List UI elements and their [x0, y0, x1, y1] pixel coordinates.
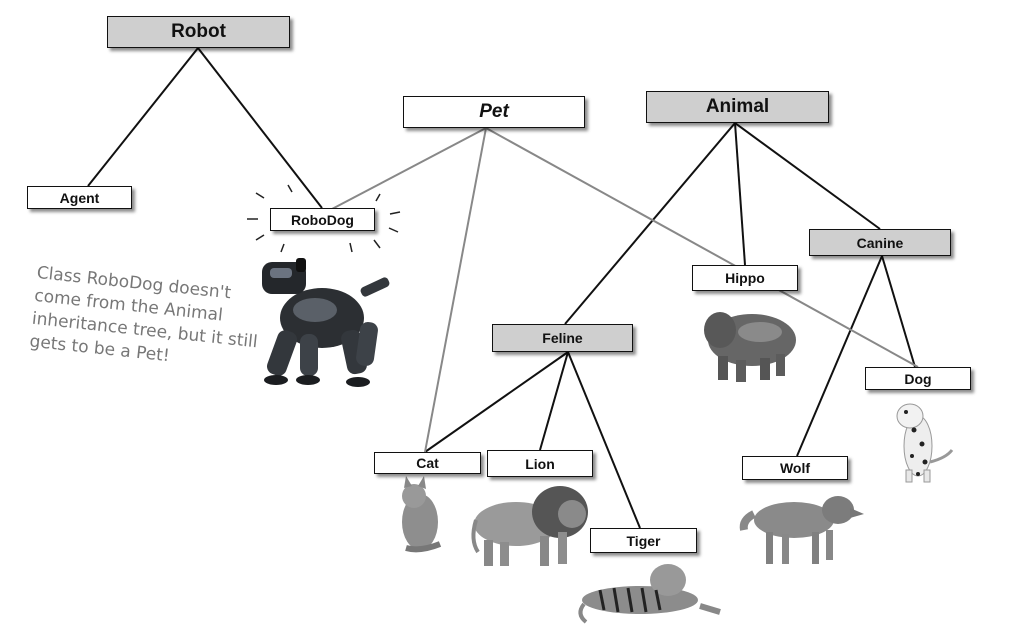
node-robodog: RoboDog: [270, 208, 375, 231]
edge-feline-cat: [424, 351, 569, 453]
node-hippo: Hippo: [692, 265, 798, 291]
edge-robot-agent: [87, 47, 199, 187]
edge-animal-canine: [734, 122, 881, 230]
edge-pet-cat: [424, 127, 487, 453]
node-wolf: Wolf: [742, 456, 848, 480]
edge-canine-dog: [881, 255, 916, 368]
edge-animal-hippo: [734, 122, 746, 266]
node-pet: Pet: [403, 96, 585, 128]
hippo-image: [704, 312, 796, 382]
node-lion: Lion: [487, 450, 593, 477]
edge-animal-feline: [564, 122, 736, 325]
edge-canine-wolf: [796, 255, 883, 457]
edge-feline-lion: [539, 351, 569, 451]
wolf-image: [739, 496, 864, 564]
tiger-image: [578, 564, 721, 624]
robot-dog-image: [262, 258, 390, 387]
node-animal: Animal: [646, 91, 829, 123]
interface-lines: [331, 127, 919, 453]
node-feline: Feline: [492, 324, 633, 352]
node-tiger: Tiger: [590, 528, 697, 553]
node-agent: Agent: [27, 186, 132, 209]
node-canine: Canine: [809, 229, 951, 256]
edge-pet-robodog: [331, 127, 487, 210]
node-robot: Robot: [107, 16, 290, 48]
robodog-glow: [247, 184, 401, 253]
edge-robot-robodog: [197, 47, 323, 209]
dalmatian-image: [896, 403, 954, 483]
node-cat: Cat: [374, 452, 481, 474]
edge-pet-dog: [485, 127, 919, 368]
cat-image: [402, 476, 442, 553]
node-dog: Dog: [865, 367, 971, 390]
edge-feline-tiger: [567, 351, 641, 529]
lion-image: [471, 486, 588, 566]
inheritance-lines: [87, 47, 916, 529]
